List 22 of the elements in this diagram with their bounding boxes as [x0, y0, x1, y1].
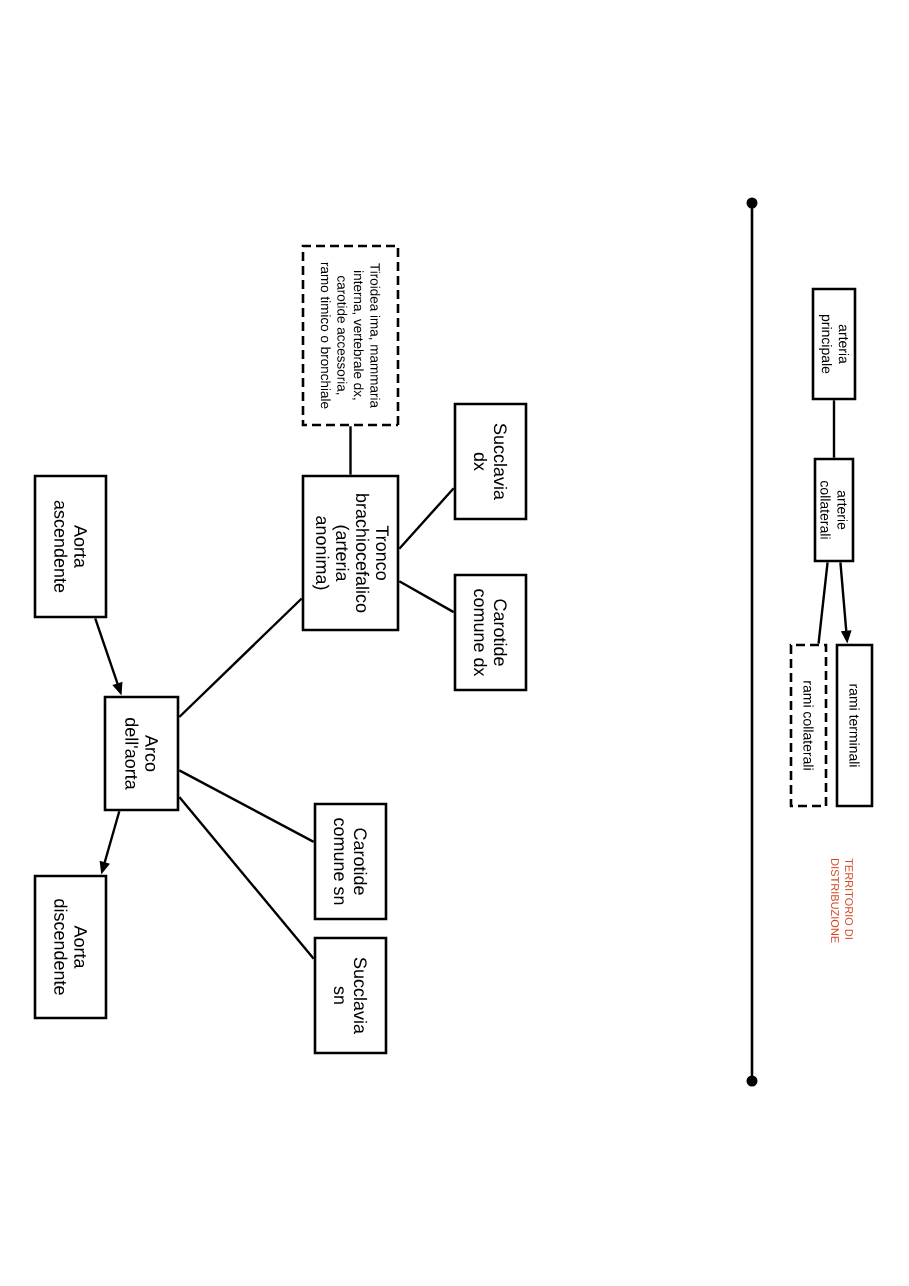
dashed-text-box: rami collaterali — [789, 643, 828, 808]
text-box: arterie collaterali — [813, 457, 855, 563]
connector-line — [832, 400, 836, 458]
connector-line — [398, 487, 455, 550]
text-box: Succlavia sn — [313, 936, 388, 1055]
text-box: Tronco brachiocefalico (arteria anonima) — [301, 474, 400, 632]
text-box: Aorta discendente — [33, 874, 108, 1020]
text-box: Arco dell'aorta — [103, 695, 180, 812]
text-box: arteria principale — [811, 287, 857, 401]
connector-line — [398, 580, 455, 614]
text-box: Carotide comune dx — [453, 573, 528, 692]
connector-line — [349, 426, 352, 475]
text-box: Aorta ascendente — [33, 474, 108, 619]
side-label: TERRITORIO DI DISTRIBUZIONE — [831, 858, 853, 943]
text-box: rami terminali — [835, 643, 874, 808]
text-box: Succlavia dx — [453, 402, 528, 521]
text-box: Carotide comune sn — [313, 802, 388, 921]
connector-line — [178, 796, 315, 960]
connector-line — [178, 769, 315, 843]
connector-line — [817, 562, 829, 644]
connector-line — [178, 597, 303, 718]
dashed-text-box: Tiroidea ima, mammaria interna, vertebrale dx, carotide accessoria, ramo timico o bronchiale — [301, 244, 400, 427]
